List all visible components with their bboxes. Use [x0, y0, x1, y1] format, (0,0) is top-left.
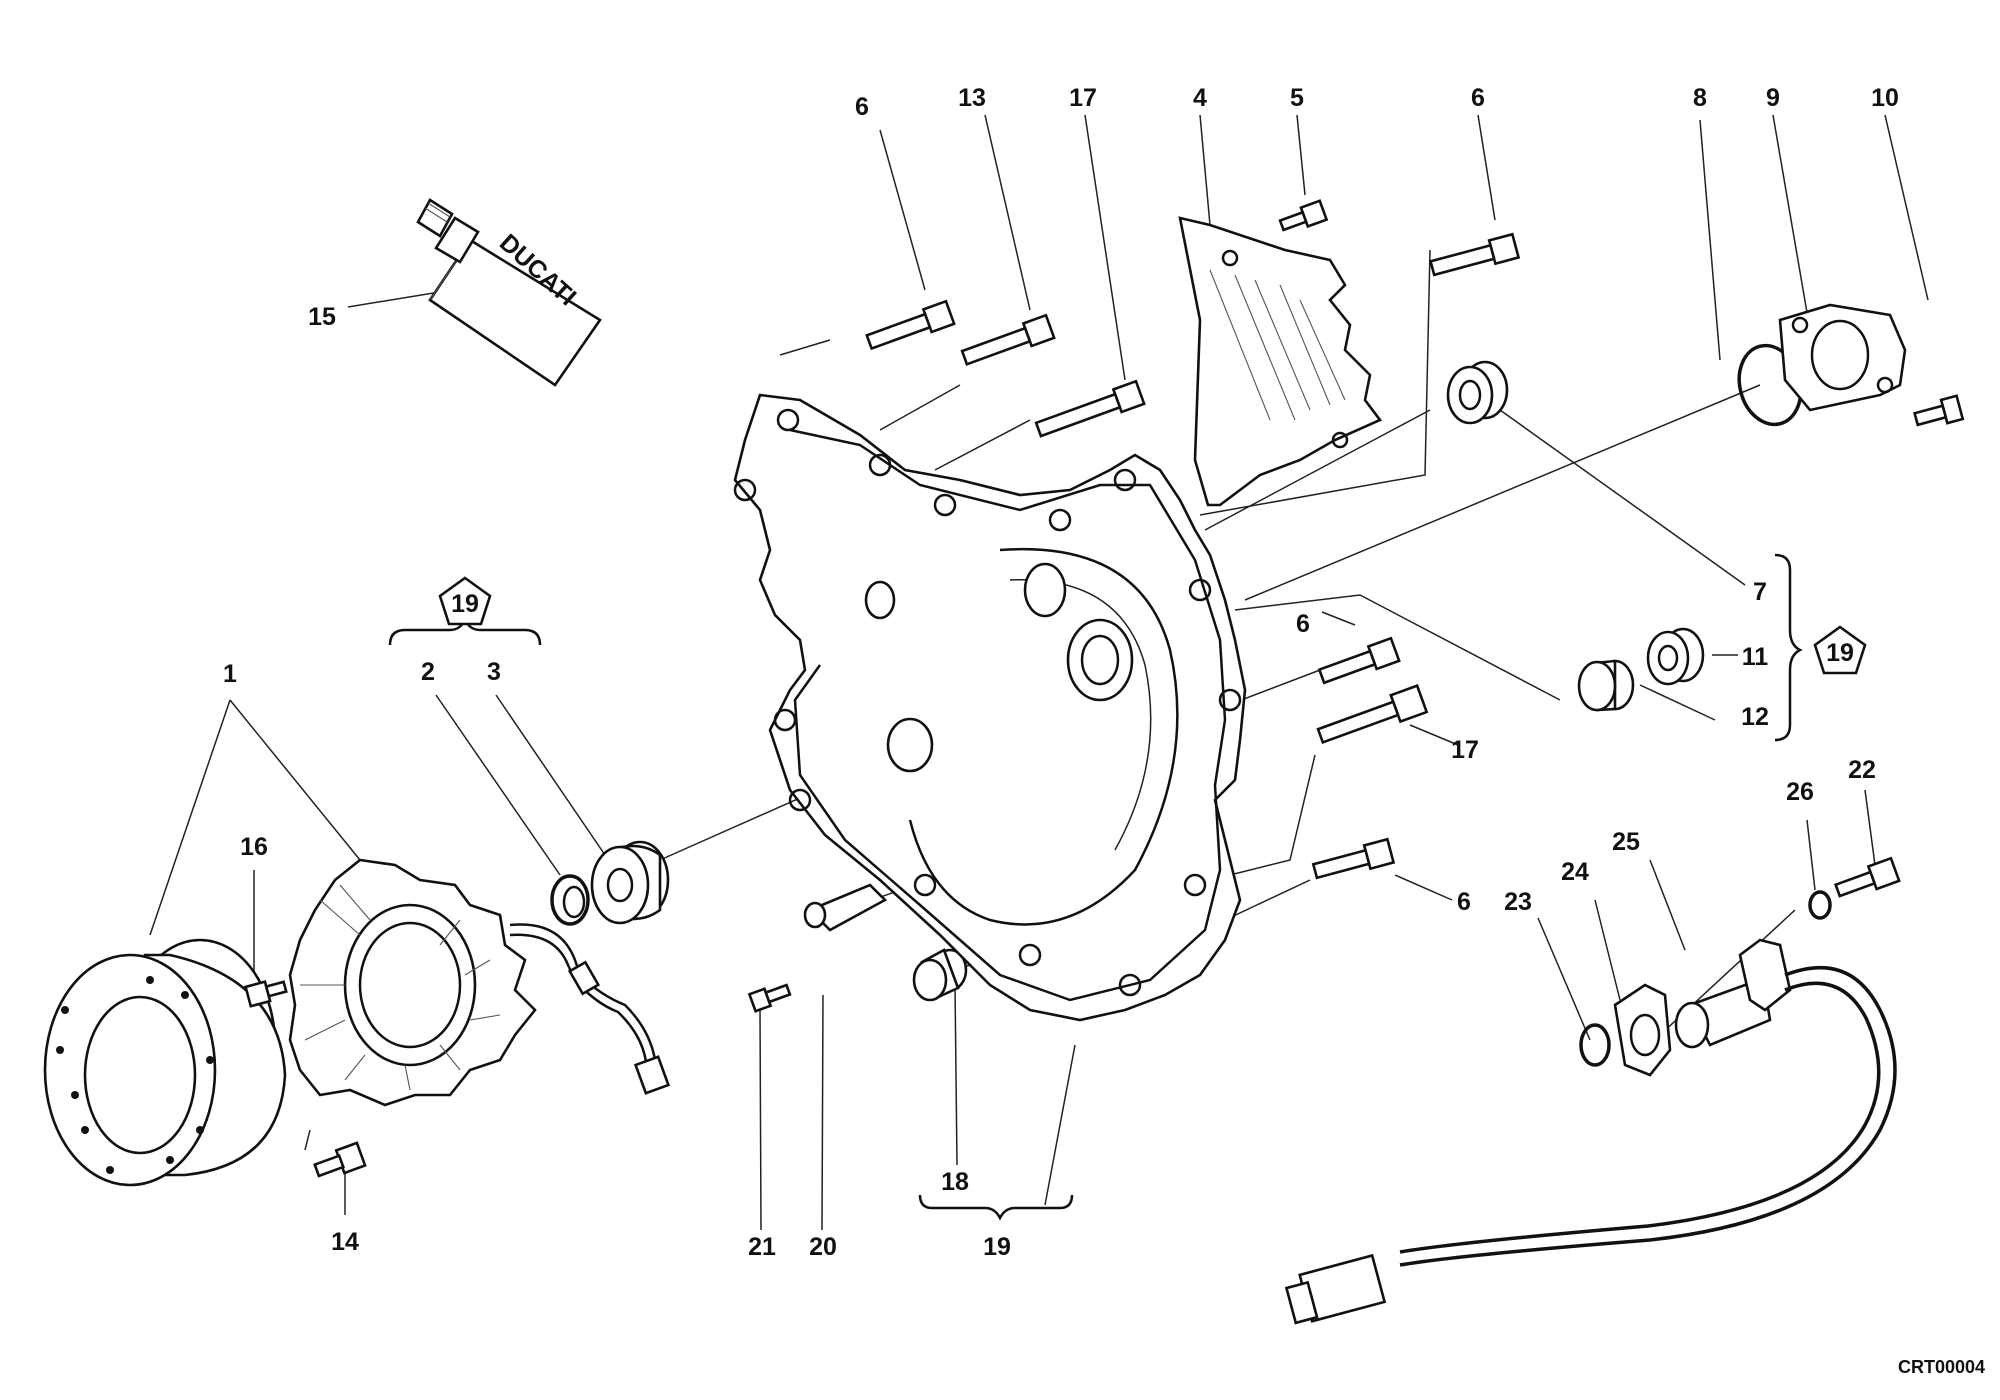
label-8: 8 — [1693, 84, 1707, 112]
svg-text:19: 19 — [1826, 639, 1854, 667]
label-6-lower: 6 — [1457, 888, 1471, 916]
pickup-sensor — [1284, 938, 1897, 1325]
label-10: 10 — [1871, 84, 1899, 112]
label-12: 12 — [1741, 703, 1769, 731]
label-18: 18 — [941, 1168, 969, 1196]
label-23: 23 — [1504, 888, 1532, 916]
label-11: 11 — [1742, 643, 1769, 671]
label-17-mid: 17 — [1451, 736, 1479, 764]
label-21: 21 — [748, 1233, 776, 1261]
label-22: 22 — [1848, 756, 1876, 784]
label-6-top: 6 — [855, 93, 869, 121]
label-6-top-right: 6 — [1471, 84, 1485, 112]
label-6-mid: 6 — [1296, 610, 1310, 638]
diagram-code: CRT00004 — [1898, 1357, 1985, 1377]
group-symbol-left: 19 — [438, 576, 492, 626]
flywheel-rotor — [43, 938, 287, 1187]
label-1: 1 — [223, 660, 237, 688]
label-14: 14 — [331, 1228, 359, 1256]
label-15: 15 — [308, 303, 336, 331]
engine-side-cover — [733, 393, 1247, 1022]
label-4: 4 — [1193, 84, 1207, 112]
label-26: 26 — [1786, 778, 1814, 806]
callout-labels: 1 2 3 4 5 6 6 6 6 7 8 9 10 11 12 13 14 1… — [223, 84, 1985, 1377]
sprocket-cover — [1178, 216, 1383, 507]
group-symbol-right: 19 — [1813, 625, 1867, 675]
label-13: 13 — [958, 84, 986, 112]
stator — [288, 858, 671, 1107]
label-2: 2 — [421, 658, 435, 686]
label-24: 24 — [1561, 858, 1589, 886]
bearings-and-rings — [550, 303, 1907, 1077]
sealant-tube: DUCATI — [416, 198, 602, 387]
screws — [244, 199, 1965, 1178]
label-17-top: 17 — [1069, 84, 1097, 112]
svg-text:19: 19 — [451, 590, 479, 618]
label-25: 25 — [1612, 828, 1640, 856]
label-5: 5 — [1290, 84, 1304, 112]
label-7: 7 — [1753, 578, 1767, 606]
label-9: 9 — [1766, 84, 1780, 112]
label-20: 20 — [809, 1233, 837, 1261]
label-3: 3 — [487, 658, 501, 686]
label-19: 19 — [983, 1233, 1011, 1261]
label-16: 16 — [240, 833, 268, 861]
